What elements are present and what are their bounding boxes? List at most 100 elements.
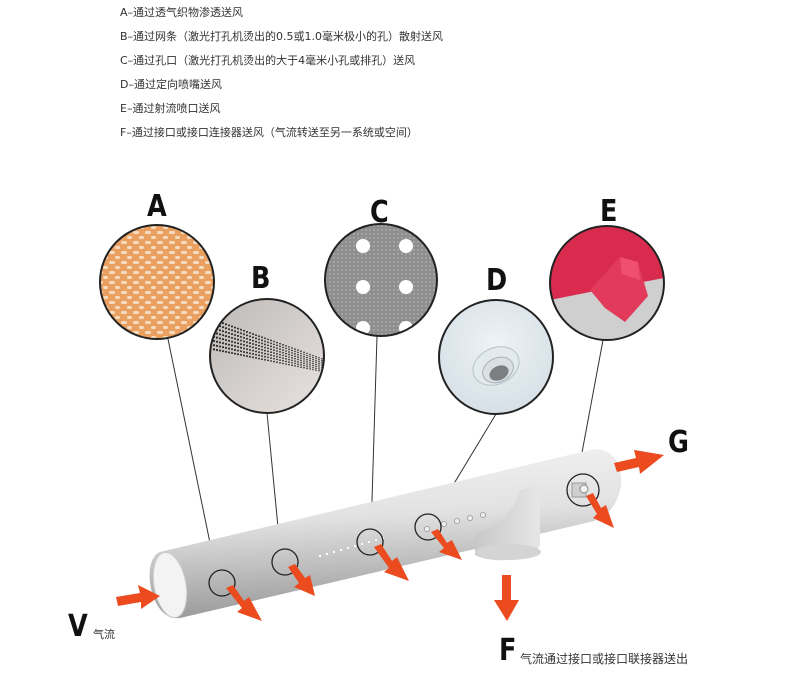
micro-hole <box>230 325 234 328</box>
micro-hole <box>330 365 331 366</box>
micro-hole <box>282 359 284 362</box>
micro-hole <box>246 344 248 347</box>
micro-hole <box>224 323 228 326</box>
micro-hole <box>285 357 287 360</box>
ring-b <box>271 548 299 576</box>
micro-hole <box>297 361 299 363</box>
micro-hole <box>285 347 287 350</box>
micro-hole <box>249 352 251 355</box>
callout-letter-e: E <box>600 194 618 229</box>
micro-hole <box>249 348 251 351</box>
micro-hole <box>318 366 320 368</box>
legend-item-c: C–通过孔口（激光打孔机烫出的大于4毫米小孔或排孔）送风 <box>120 54 416 67</box>
micro-hole <box>300 361 302 364</box>
arrow-b <box>288 564 315 596</box>
arrow-c <box>374 544 409 581</box>
micro-hole <box>227 343 231 346</box>
micro-hole <box>267 353 269 356</box>
micro-hole <box>236 342 240 345</box>
micro-hole <box>279 359 281 361</box>
micro-hole <box>294 360 296 362</box>
micro-hole <box>321 361 323 364</box>
micro-hole <box>224 346 228 349</box>
micro-hole <box>270 348 272 351</box>
micro-hole <box>324 368 325 369</box>
micro-hole <box>279 361 281 364</box>
micro-hole <box>282 351 284 354</box>
micro-hole <box>282 354 284 357</box>
micro-hole <box>330 369 331 370</box>
micro-hole <box>312 360 314 363</box>
micro-hole <box>252 336 254 339</box>
arrow-inlet <box>116 585 160 609</box>
micro-hole <box>315 369 317 371</box>
micro-hole <box>279 348 281 351</box>
micro-hole <box>309 357 311 360</box>
micro-hole <box>233 330 237 333</box>
micro-hole <box>267 359 269 362</box>
micro-hole <box>227 332 231 335</box>
micro-hole <box>243 340 245 343</box>
micro-hole <box>294 357 296 360</box>
micro-hole <box>306 354 308 357</box>
micro-hole <box>306 367 308 370</box>
micro-hole <box>243 347 245 350</box>
micro-hole <box>233 345 237 348</box>
leader-line-e <box>577 339 604 475</box>
micro-hole <box>276 347 278 350</box>
micro-hole <box>218 349 222 352</box>
micro-hole <box>309 364 311 366</box>
micro-hole <box>261 339 263 342</box>
micro-hole <box>233 333 237 337</box>
micro-hole <box>315 361 317 364</box>
micro-hole <box>230 348 234 351</box>
micro-hole <box>258 351 260 354</box>
callout-letter-d: D <box>486 263 508 298</box>
micro-hole <box>294 365 296 367</box>
micro-hole <box>239 346 243 349</box>
callout-letter-a: A <box>147 189 167 224</box>
airflow-arrows <box>116 450 664 621</box>
micro-hole <box>243 343 245 346</box>
orifice-holes <box>356 239 413 335</box>
micro-hole <box>282 349 284 351</box>
micro-hole <box>267 350 269 353</box>
micro-hole <box>246 334 248 337</box>
micro-hole <box>224 350 228 353</box>
micro-hole <box>227 339 231 342</box>
micro-hole <box>291 354 293 357</box>
micro-hole <box>212 323 216 326</box>
arrow-g <box>614 450 664 474</box>
micro-hole <box>288 358 290 361</box>
micro-hole <box>233 337 237 340</box>
micro-hole <box>312 364 314 367</box>
micro-hole <box>258 335 260 338</box>
micro-hole <box>324 371 325 372</box>
micro-hole <box>327 367 328 368</box>
micro-hole <box>255 343 257 346</box>
micro-hole <box>270 339 272 342</box>
micro-hole <box>300 354 302 357</box>
ring-a <box>208 569 236 597</box>
micro-hole <box>273 343 275 346</box>
micro-hole <box>249 331 251 334</box>
micro-hole <box>249 338 251 341</box>
micro-hole <box>330 368 331 369</box>
micro-hole <box>318 364 320 366</box>
micro-hole <box>282 362 284 365</box>
micro-hole <box>258 341 260 344</box>
micro-hole <box>279 353 281 356</box>
micro-hole <box>294 353 296 355</box>
micro-hole <box>236 353 240 356</box>
micro-hole <box>315 359 317 362</box>
micro-hole <box>282 346 284 349</box>
micro-hole <box>239 332 243 335</box>
micro-hole <box>249 335 251 338</box>
micro-hole <box>297 354 299 356</box>
micro-hole <box>276 341 278 344</box>
legend-item-b: B–通过网条（激光打孔机烫出的0.5或1.0毫米极小的孔）散射送风 <box>120 30 444 43</box>
micro-hole <box>303 364 305 367</box>
micro-hole <box>303 355 305 358</box>
micro-hole <box>246 355 248 358</box>
micro-hole <box>264 340 266 343</box>
